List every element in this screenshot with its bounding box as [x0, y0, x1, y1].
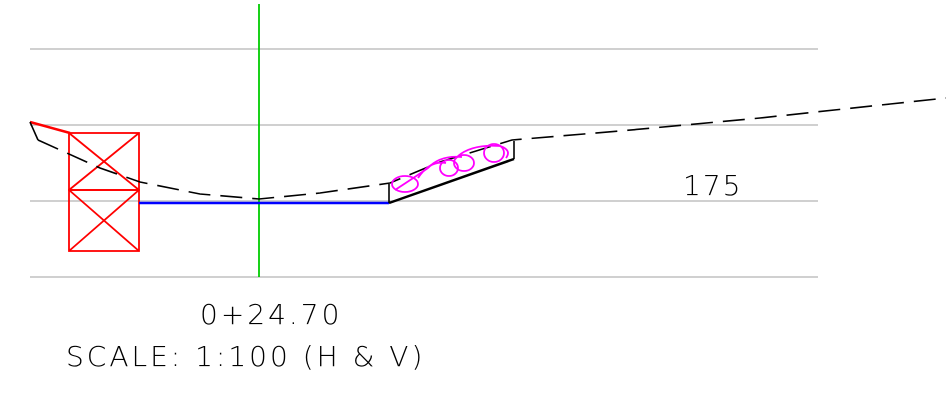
- boulder: [394, 155, 463, 191]
- crib-box-upper-diagonal-2: [68, 132, 140, 191]
- station-label: 0+24.70: [200, 298, 342, 331]
- boulder: [483, 143, 505, 163]
- elevation-grid: [30, 48, 818, 278]
- crib-box-lower-diagonal-2: [68, 189, 140, 252]
- existing-ground: [29, 97, 946, 200]
- boulder: [439, 159, 459, 177]
- scale-label: SCALE: 1:100 (H & V): [66, 340, 425, 373]
- existing-ground-line: [37, 97, 946, 200]
- slope-bottom: [388, 157, 515, 205]
- ground-left-edge: [29, 121, 39, 141]
- boulder: [453, 154, 475, 172]
- boulder: [417, 161, 447, 179]
- structure-top-edge: [29, 120, 71, 135]
- rock-slope: [388, 141, 515, 205]
- boulder: [391, 175, 419, 193]
- boulder: [457, 144, 509, 159]
- boulder-fill: [391, 143, 509, 193]
- retaining-structure: [29, 120, 140, 252]
- crib-box-lower: [68, 189, 140, 252]
- elevation-label: 175: [683, 169, 742, 202]
